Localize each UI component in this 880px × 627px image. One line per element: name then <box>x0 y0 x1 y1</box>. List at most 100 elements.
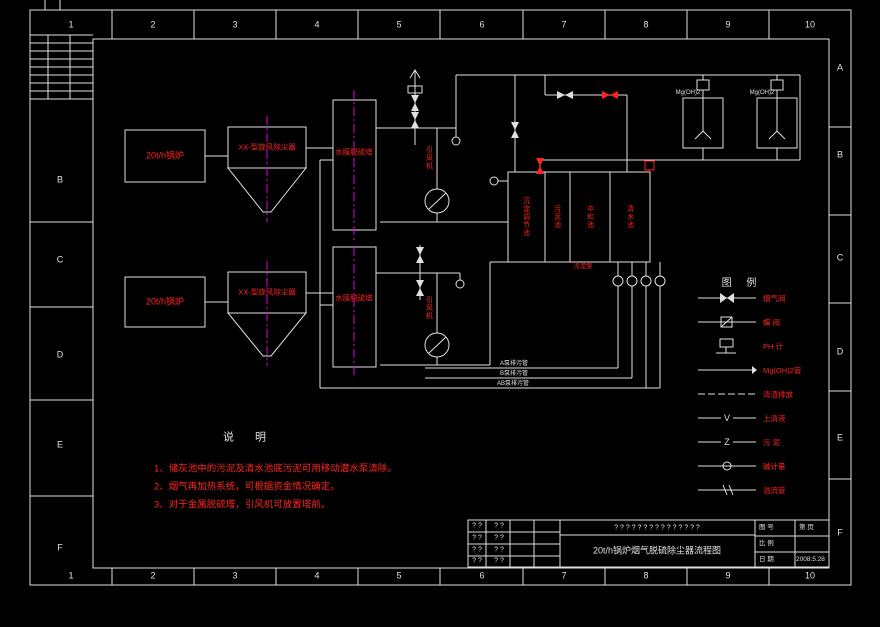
tower-1-label: 水膜脱硫塔 <box>335 147 373 157</box>
tank-label-sludge: 污泥池 <box>553 205 561 229</box>
ruler-bottom-10: 10 <box>804 570 816 581</box>
field-scale: 比 例 <box>759 539 774 547</box>
ruler-bottom-3: 3 <box>232 570 238 581</box>
centerlines <box>266 90 355 375</box>
valve-icon <box>416 247 424 263</box>
mixer-1-motor <box>696 79 710 91</box>
titleblock-top-row: ? ? ? ? ? ? ? ? ? ? ? ? ? ? ? <box>614 524 700 532</box>
row-left-b: B <box>56 174 64 185</box>
row-right-b: B <box>836 149 844 160</box>
legend-label: 上清液 <box>763 413 786 423</box>
field-page: 第 页 <box>799 523 814 531</box>
fan-2-label: 引风机 <box>425 296 433 320</box>
legend-label: 碱计量 <box>763 461 786 471</box>
arrow-pipe-icon <box>698 366 757 374</box>
pump-symbol <box>654 275 666 287</box>
valves <box>411 91 573 296</box>
field-drawing-no: 图 号 <box>759 523 774 531</box>
legend-label: PH 计 <box>763 341 784 351</box>
legend-item-alkali: 碱计量 <box>696 458 786 474</box>
butterfly-valve-icon <box>698 316 756 328</box>
note-line-1: 1、储灰池中的污泥及清水池底污泥可用移动潜水泵清除。 <box>154 463 397 475</box>
cyclone-2-label: XX-型旋风除尘器 <box>238 287 296 297</box>
titleblock-cell: ? ? <box>472 534 482 542</box>
legend-mark-v: V <box>724 413 730 423</box>
stack-arrow <box>409 69 421 79</box>
pump-symbol <box>612 275 624 287</box>
instrument-circle <box>489 176 499 186</box>
legend-mark-z: Z <box>724 437 730 447</box>
valve-icon <box>411 95 419 111</box>
red-elements <box>644 160 655 172</box>
ruler-top-7: 7 <box>561 19 567 30</box>
ruler-top-10: 10 <box>804 19 816 30</box>
legend-label: 溢流管 <box>763 485 786 495</box>
tank-label-neutralize: 中和池 <box>586 205 594 229</box>
titleblock-cell: ? ? <box>494 546 504 554</box>
ruler-top-8: 8 <box>643 19 649 30</box>
field-date: 日 期 <box>759 555 774 563</box>
valve-icon-red <box>536 158 544 174</box>
ph-meter-icon <box>716 338 736 354</box>
legend-label: 烟气阀 <box>763 293 786 303</box>
row-right-f: F <box>837 527 843 538</box>
note-line-3: 3、对于金属脱硫塔，引风机可放置塔前。 <box>154 499 331 511</box>
ruler-top-6: 6 <box>479 19 485 30</box>
row-right-d: D <box>836 346 844 357</box>
ruler-bottom-7: 7 <box>561 570 567 581</box>
sludge-pump-label: 污泥泵 <box>573 262 593 270</box>
gas-valve-icon <box>698 293 756 303</box>
legend-item-mgoh2-pipe: Mg(OH)2管 <box>696 362 801 378</box>
instrument-circle <box>451 136 461 146</box>
ruler-bottom-5: 5 <box>396 570 402 581</box>
ruler-top-3: 3 <box>232 19 238 30</box>
row-left-d: D <box>56 349 64 360</box>
ruler-top-1: 1 <box>68 19 74 30</box>
titleblock-cell: ? ? <box>472 546 482 554</box>
ruler-bottom-8: 8 <box>643 570 649 581</box>
titleblock-cell: ? ? <box>494 557 504 565</box>
titleblock-cell: ? ? <box>472 557 482 565</box>
notes-title: 说 明 <box>222 431 276 444</box>
ruler-bottom-2: 2 <box>150 570 156 581</box>
tank-label-clearwater: 清水池 <box>626 205 634 229</box>
drawing-title: 20t/h锅炉烟气脱硫除尘器流程图 <box>592 545 722 556</box>
row-right-a: A <box>836 62 844 73</box>
tank-label-settling: 沉淀调节池 <box>522 197 530 237</box>
drain-pipe-icon <box>698 393 756 395</box>
legend-item-supernatant: V 上清液 <box>696 410 786 426</box>
fan-1-label: 引风机 <box>425 146 433 170</box>
legend-title: 图 例 <box>721 278 763 289</box>
mixer-2-label: Mg(OH)2 <box>749 90 775 96</box>
legend-item-drain: 清渣排放 <box>696 386 793 402</box>
instrument-circle <box>455 279 465 289</box>
legend-item-butterfly-valve: 蝶 阀 <box>696 314 780 330</box>
row-left-f: F <box>57 542 63 553</box>
supernatant-line-icon: V <box>698 413 756 423</box>
note-line-2: 2、烟气再加热系统，可根据资金情况确定。 <box>154 481 340 493</box>
cyclone-1-label: XX-型旋风除尘器 <box>238 142 296 152</box>
row-right-c: C <box>836 252 844 263</box>
alkali-dosing-icon <box>698 461 756 471</box>
tank-block-outline <box>507 171 651 263</box>
valve-icon-red <box>602 91 618 99</box>
tower-2-label: 水膜脱硫塔 <box>335 293 373 303</box>
ruler-bottom-9: 9 <box>725 570 731 581</box>
mixer-1-label: Mg(OH)2 <box>675 90 701 96</box>
process-lines <box>124 69 830 568</box>
row-left-e: E <box>56 439 64 450</box>
valve-icon <box>557 91 573 99</box>
field-date-value: 2008.5.28 <box>796 555 825 563</box>
valve-icon <box>511 122 519 138</box>
ruler-top-9: 9 <box>725 19 731 30</box>
pipe-label-ab: AB泵排污管 <box>497 381 530 387</box>
cyclone-2-funnel <box>226 312 308 357</box>
drawing-frame <box>29 0 852 586</box>
pump-symbol <box>626 275 638 287</box>
legend-item-ph-meter: PH 计 <box>696 338 783 354</box>
pipe-label-b: B泵排污管 <box>500 371 529 377</box>
row-left-c: C <box>56 254 64 265</box>
mixer-2-motor <box>770 79 784 91</box>
overflow-pipe-icon <box>698 484 756 496</box>
